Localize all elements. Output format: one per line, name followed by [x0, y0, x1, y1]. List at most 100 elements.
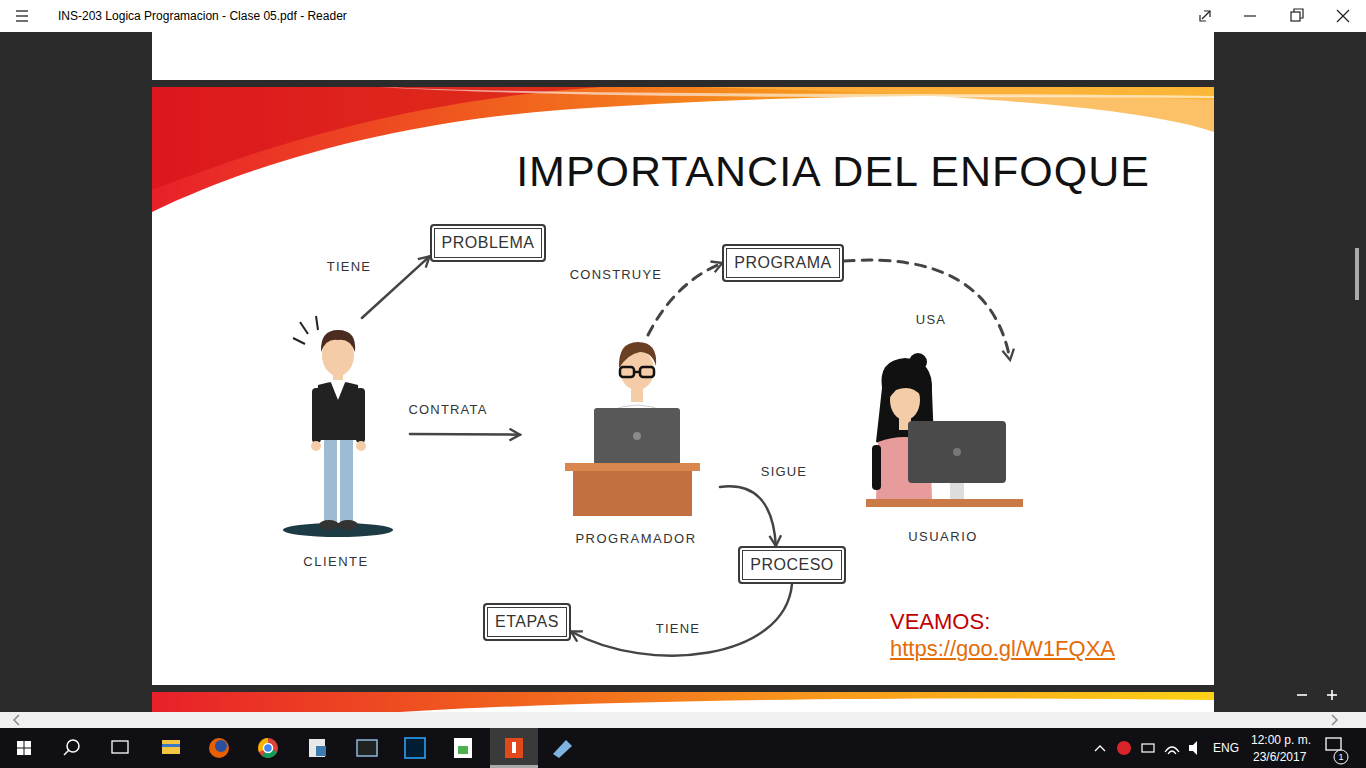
- connector-arrow: [844, 260, 1010, 360]
- slides: [152, 87, 1214, 685]
- taskbar: [0, 728, 1366, 768]
- taskbar: [17, 749, 24, 756]
- edge-label: USA: [913, 312, 949, 328]
- taskbar: [162, 744, 180, 747]
- user-figure: [950, 483, 964, 499]
- note-heading: VEAMOS:: [890, 609, 990, 635]
- programmer-figure: [565, 342, 700, 516]
- taskbar: [553, 740, 572, 758]
- taskbar: [1334, 750, 1348, 764]
- scrollbars: [14, 715, 19, 725]
- title-bar: [0, 0, 1366, 32]
- title-bar: [0, 0, 1366, 32]
- clock-date: 23/6/2017: [1253, 750, 1306, 764]
- concept-box: ETAPAS: [483, 603, 571, 641]
- taskbar: [490, 765, 538, 768]
- client-figure: [316, 316, 318, 330]
- user-figure: [866, 353, 1023, 507]
- client-figure: [311, 441, 321, 451]
- taskbar: [357, 740, 377, 756]
- title-bar: [1200, 9, 1349, 22]
- taskbar: [1142, 744, 1154, 752]
- scrollbars: [1355, 248, 1359, 300]
- taskbar: [1168, 751, 1176, 754]
- scrollbars: [0, 32, 1366, 728]
- taskbar: [162, 740, 180, 754]
- connector-arrow: [410, 433, 520, 436]
- box-label: PROBLEMA: [442, 232, 535, 254]
- concept-box: PROGRAMA: [722, 244, 843, 282]
- box-label: PROCESO: [750, 554, 834, 576]
- scrollbars: [1352, 32, 1366, 712]
- programmer-figure: [619, 342, 656, 368]
- programmer-figure: [633, 432, 641, 440]
- client-figure: [293, 338, 305, 344]
- slides: [152, 87, 1214, 212]
- taskbar: [17, 741, 24, 748]
- title-bar: [1244, 15, 1256, 16]
- concept-box: PROBLEMA: [430, 224, 547, 262]
- user-figure: [872, 445, 881, 490]
- title-bar: [1202, 11, 1210, 19]
- edge-label: CONTRATA: [405, 402, 490, 418]
- taskbar: [316, 746, 326, 756]
- taskbar: [0, 728, 1366, 768]
- taskbar: [505, 738, 523, 758]
- programmer-figure: [640, 367, 654, 377]
- scrollbars: [1331, 690, 1333, 700]
- figure-caption: PROGRAMADOR: [575, 531, 696, 547]
- figure-caption: CLIENTE: [303, 554, 368, 570]
- taskbar: [25, 749, 32, 756]
- title-bar: [1337, 10, 1349, 22]
- title-bar: [1337, 10, 1349, 22]
- slides: [152, 32, 1214, 712]
- figure-node: USUARIO: [862, 360, 1024, 545]
- connector-arrow: [720, 486, 776, 546]
- title-bar: [16, 15, 28, 16]
- slides: [152, 32, 1214, 80]
- edge-label: TIENE: [324, 259, 374, 275]
- language-indicator: ENG: [1213, 741, 1239, 755]
- title-bar: [1291, 12, 1300, 21]
- box-label: PROGRAMA: [734, 252, 831, 274]
- client-figure: [319, 520, 339, 530]
- client-figure: [356, 441, 366, 451]
- slides: [380, 87, 1214, 98]
- taskbar: [209, 738, 229, 758]
- edge-label: SIGUE: [758, 464, 810, 480]
- client-figure: [338, 520, 358, 530]
- title-bar: [16, 11, 28, 21]
- scrollbars: [1297, 694, 1307, 696]
- title-bar: [16, 10, 28, 11]
- taskbar: [1117, 741, 1131, 755]
- taskbar: [1326, 738, 1341, 750]
- scrollbars: [1332, 715, 1337, 725]
- figure-node: PROGRAMADOR: [520, 335, 720, 547]
- taskbar: [17, 741, 31, 755]
- slides: [152, 692, 1214, 712]
- notification-count: 1: [1338, 752, 1343, 763]
- taskbar: [454, 738, 472, 758]
- programmer-figure: [565, 463, 700, 471]
- taskbar: [64, 750, 69, 755]
- slides: [152, 692, 1214, 712]
- user-figure: [889, 376, 921, 398]
- taskbar: [25, 741, 32, 748]
- connector-arrow: [571, 584, 792, 656]
- scrollbars: [1297, 690, 1337, 700]
- taskbar: [112, 741, 128, 753]
- taskbar: [490, 728, 538, 768]
- link: https://goo.gl/W1FQXA: [890, 636, 1115, 662]
- programmer-figure: [620, 367, 654, 377]
- taskbar: [458, 746, 468, 754]
- user-figure: [953, 448, 961, 456]
- edge-label: TIENE: [653, 621, 703, 637]
- user-figure: [908, 421, 1006, 483]
- taskbar: [512, 742, 516, 753]
- programmer-figure: [594, 408, 680, 465]
- client-figure: [340, 438, 353, 524]
- taskbar: [1095, 746, 1105, 751]
